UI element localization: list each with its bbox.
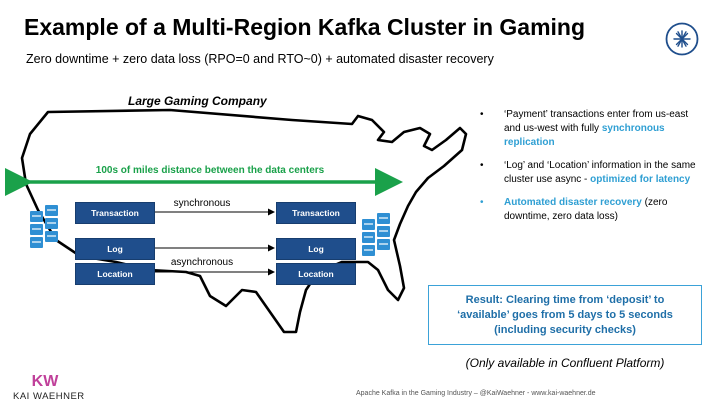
bullet-text: ‘Log’ and ‘Location’ information in the … <box>504 160 696 185</box>
result-line: (including security checks) <box>494 323 636 336</box>
brand-name: KAI WAEHNER <box>13 391 85 402</box>
left-box-location: Location <box>75 263 155 285</box>
result-box: Result: Clearing time from ‘deposit’ to … <box>428 285 702 345</box>
right-box-location: Location <box>276 263 356 285</box>
bullet-highlight: Automated disaster recovery <box>504 197 642 208</box>
bullet-text: ‘Payment’ transactions enter from us-eas… <box>504 109 689 134</box>
page-subtitle: Zero downtime + zero data loss (RPO=0 an… <box>26 52 494 66</box>
bullet-highlight: optimized for latency <box>590 174 691 185</box>
server-rack-icon <box>362 213 390 256</box>
page-title: Example of a Multi-Region Kafka Cluster … <box>24 14 586 40</box>
result-line: Result: Clearing time from ‘deposit’ to <box>465 293 665 306</box>
left-box-log: Log <box>75 238 155 260</box>
result-line: ‘available’ goes from 5 days to 5 second… <box>457 308 673 321</box>
bullet-dot: • <box>480 160 484 171</box>
link-label-sync: synchronous <box>173 198 231 209</box>
bullet-highlight: synchronous replication <box>504 123 665 148</box>
server-rack-icon <box>30 205 58 248</box>
availability-note: (Only available in Confluent Platform) <box>465 356 665 370</box>
kw-logo-icon: KW <box>32 373 60 390</box>
confluent-logo-icon <box>665 22 699 56</box>
bullet-text: (zero downtime, zero data loss) <box>504 197 668 222</box>
link-label-async: asynchronous <box>170 257 234 268</box>
bullet-dot: • <box>480 109 484 120</box>
kw-logo-text: KW <box>32 373 60 390</box>
bullet-list: • ‘Payment’ transactions enter from us-e… <box>478 108 700 233</box>
footer-text: Apache Kafka in the Gaming Industry – @K… <box>356 390 596 397</box>
bullet-item: • ‘Log’ and ‘Location’ information in th… <box>478 159 700 187</box>
right-box-log: Log <box>276 238 356 260</box>
bullet-dot: • <box>480 197 484 208</box>
bullet-item: • ‘Payment’ transactions enter from us-e… <box>478 108 700 150</box>
right-box-transaction: Transaction <box>276 202 356 224</box>
left-box-transaction: Transaction <box>75 202 155 224</box>
bullet-item: • Automated disaster recovery (zero down… <box>478 196 700 224</box>
company-label: Large Gaming Company <box>128 94 267 108</box>
